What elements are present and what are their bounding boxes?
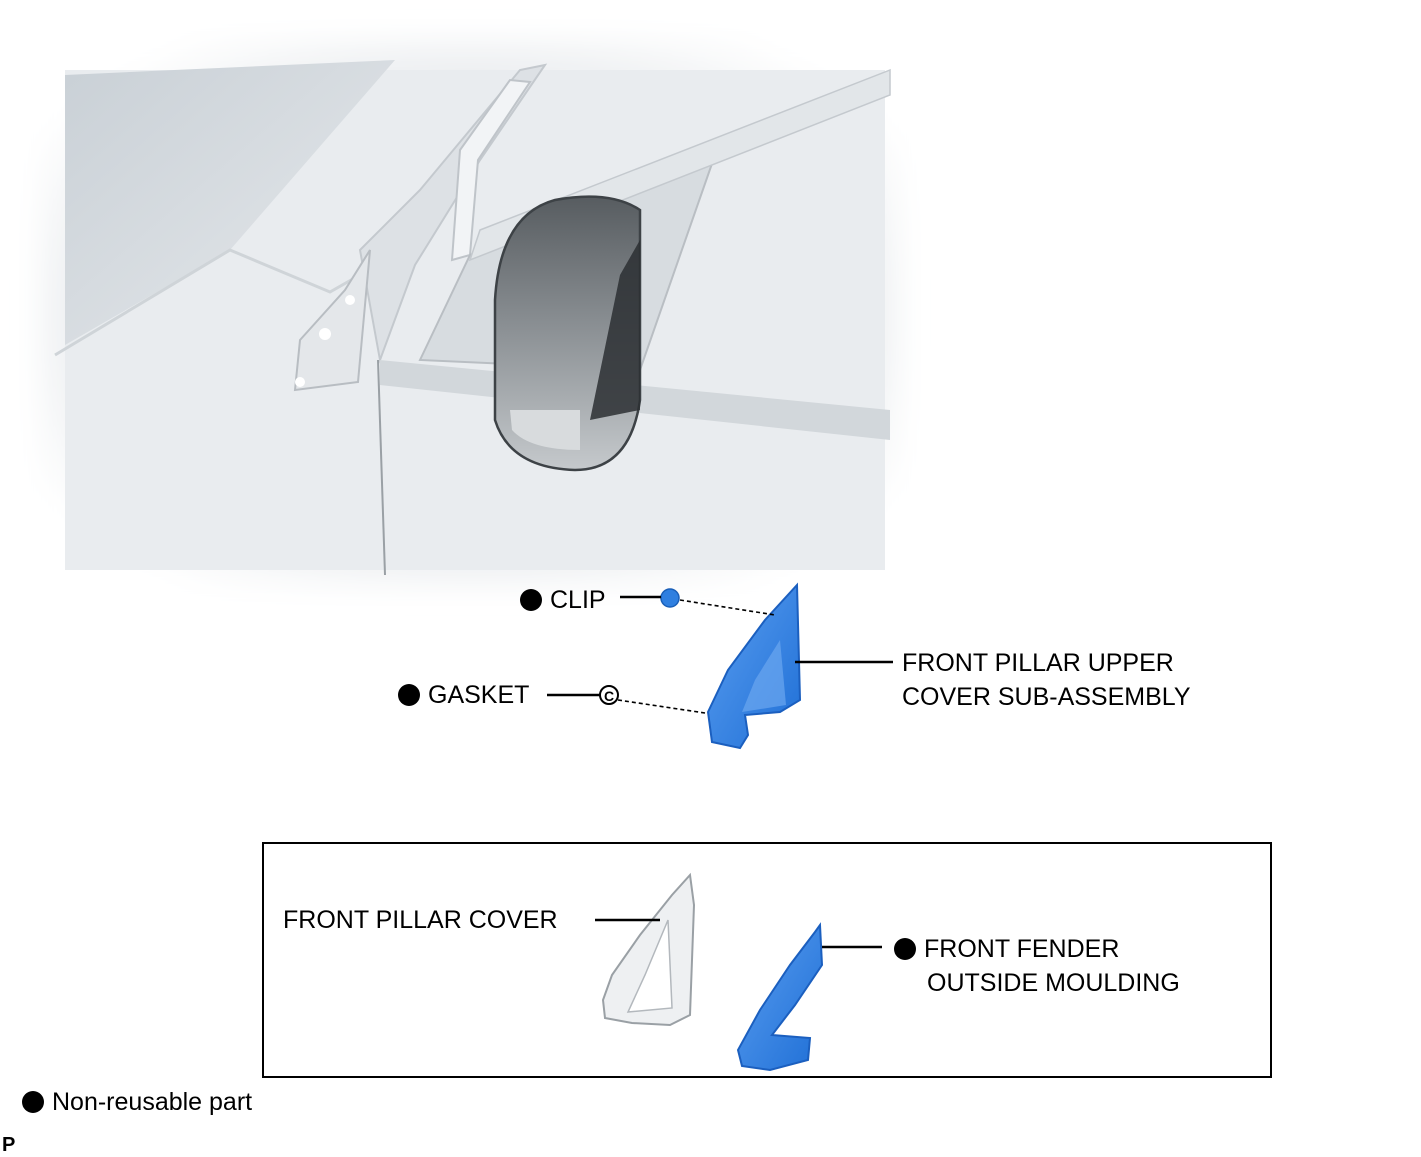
pillar-cover-on-body <box>293 249 371 392</box>
removed-parts: C <box>547 582 893 750</box>
windshield-glass <box>65 60 395 345</box>
non-reusable-dot-icon <box>894 938 916 960</box>
pillar-cover-label: FRONT PILLAR COVER <box>283 906 558 934</box>
fender-moulding-label: FRONT FENDER OUTSIDE MOULDING <box>894 932 1180 1000</box>
inset-frame <box>262 842 1272 1078</box>
upper-cover-label: FRONT PILLAR UPPER COVER SUB-ASSEMBLY <box>902 649 1191 711</box>
inset-parts <box>595 872 882 1072</box>
corner-code: P <box>2 1134 16 1156</box>
clip-part <box>660 588 680 608</box>
non-reusable-dot-icon <box>520 589 542 611</box>
car-body-illustration <box>40 40 900 585</box>
non-reusable-dot-icon <box>398 684 420 706</box>
outside-mirror <box>493 195 642 472</box>
filled-circle-icon <box>22 1091 44 1113</box>
gasket-label: GASKET <box>398 678 529 712</box>
svg-text:C: C <box>604 688 614 704</box>
clip-label: CLIP <box>520 583 606 617</box>
fender-moulding-part <box>736 922 824 1072</box>
legend: Non-reusable part <box>22 1085 252 1119</box>
upper-cover-part <box>706 582 802 750</box>
a-pillar <box>358 63 548 364</box>
